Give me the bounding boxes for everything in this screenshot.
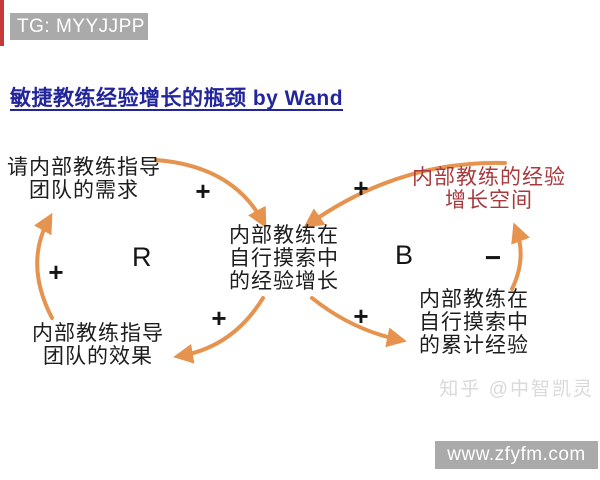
sign-plus-effect-demand: + — [48, 257, 64, 287]
tg-badge: TG: MYYJJPP — [10, 13, 148, 40]
loop-label-r: R — [132, 242, 152, 272]
node-demand-line1: 请内部教练指导 — [7, 156, 161, 179]
node-accumulated-line3: 的累计经验 — [419, 334, 529, 357]
node-space: 内部教练的经验 增长空间 — [407, 166, 571, 212]
sign-plus-growth-effect: + — [211, 303, 227, 333]
page-title: 敏捷教练经验增长的瓶颈 by Wand — [10, 87, 344, 110]
arrow-accumulated-to-space — [510, 222, 530, 291]
node-effect: 内部教练指导 团队的效果 — [20, 322, 176, 368]
node-effect-line2: 团队的效果 — [43, 345, 153, 368]
node-accumulated-line1: 内部教练在 — [419, 288, 529, 311]
node-accumulated: 内部教练在 自行摸索中 的累计经验 — [412, 288, 536, 357]
node-growth: 内部教练在 自行摸索中 的经验增长 — [222, 224, 346, 293]
node-space-line2: 增长空间 — [445, 189, 533, 212]
node-accumulated-line2: 自行摸索中 — [419, 311, 529, 334]
node-demand-line2: 团队的需求 — [29, 179, 139, 202]
node-growth-line3: 的经验增长 — [229, 270, 339, 293]
left-red-stripe — [0, 0, 4, 46]
node-growth-line1: 内部教练在 — [229, 224, 339, 247]
sign-plus-demand-growth: + — [195, 176, 211, 206]
sign-minus-accumulated-space: − — [484, 242, 502, 273]
node-growth-line2: 自行摸索中 — [229, 247, 339, 270]
website-badge: www.zfyfm.com — [435, 441, 598, 469]
sign-plus-growth-accumulated: + — [353, 301, 369, 331]
zhihu-watermark: 知乎 @中智凯灵 — [439, 379, 594, 400]
node-effect-line1: 内部教练指导 — [32, 322, 164, 345]
node-space-line1: 内部教练的经验 — [412, 166, 566, 189]
sign-plus-space-growth: + — [353, 173, 369, 203]
node-demand: 请内部教练指导 团队的需求 — [6, 156, 162, 202]
loop-label-b: B — [395, 240, 414, 270]
